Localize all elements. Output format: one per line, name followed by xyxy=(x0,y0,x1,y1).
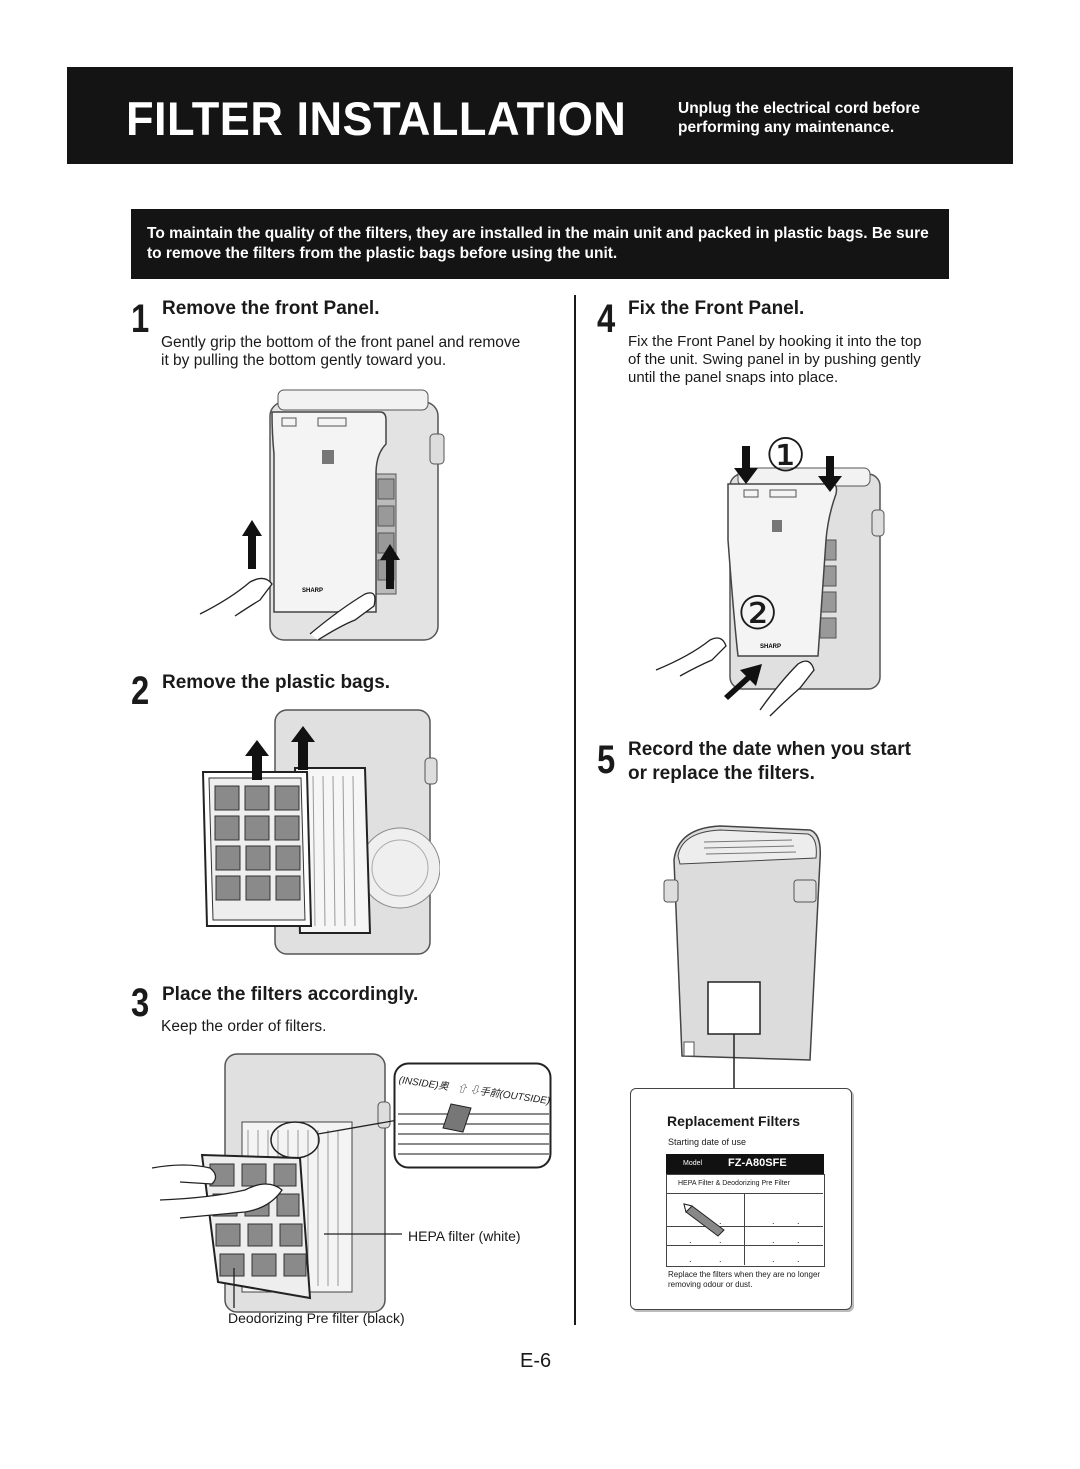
date-dot: . xyxy=(797,1235,800,1245)
step-3-text: Keep the order of filters. xyxy=(161,1018,327,1035)
brand-logo: SHARP xyxy=(302,588,323,594)
up-arrow-icon xyxy=(380,544,400,589)
step-1-number: 1 xyxy=(131,297,150,341)
label-model-caption: Model xyxy=(683,1160,703,1167)
step-4-illustration: SHARP xyxy=(655,446,885,717)
up-arrow-icon xyxy=(291,726,315,770)
diagonal-arrow-icon xyxy=(724,664,762,700)
step-3-illustration xyxy=(151,1053,402,1313)
notice-bar xyxy=(131,209,949,279)
outside-text: OUTSIDE xyxy=(501,1089,548,1107)
date-dot: . xyxy=(797,1216,800,1226)
up-arrow-icon xyxy=(245,740,269,780)
step-1-title: Remove the front Panel. xyxy=(162,298,380,319)
label-model-bar xyxy=(666,1154,824,1174)
hepa-filter-label: HEPA filter (white) xyxy=(408,1228,521,1244)
up-arrow-icon xyxy=(242,520,262,569)
label-date-table xyxy=(666,1174,825,1267)
brand-logo: SHARP xyxy=(760,644,781,650)
step-5-number: 5 xyxy=(597,738,616,782)
page-title: FILTER INSTALLATION xyxy=(126,92,627,145)
outside-jp-text: 手前 xyxy=(478,1086,501,1101)
step-3-number: 3 xyxy=(131,981,150,1025)
date-dot: . xyxy=(719,1254,722,1264)
step-1-illustration: SHARP xyxy=(199,389,445,641)
date-dot: . xyxy=(719,1235,722,1245)
inside-text: INSIDE xyxy=(401,1075,436,1091)
notice-text: To maintain the quality of the filters, … xyxy=(147,225,929,262)
step-2-illustration xyxy=(201,709,440,955)
page-number: E-6 xyxy=(520,1350,552,1372)
down-arrow-icon xyxy=(818,456,842,492)
unplug-warning: Unplug the electrical cord before perfor… xyxy=(678,100,921,136)
up-arrow-icon: ⇧ xyxy=(456,1083,468,1096)
orientation-callout xyxy=(393,1062,552,1169)
label-start-date: Starting date of use xyxy=(668,1137,747,1147)
step-5-title: Record the date when you start or replac… xyxy=(628,739,911,784)
step-3-title: Place the filters accordingly. xyxy=(162,984,419,1005)
label-card-title: Replacement Filters xyxy=(667,1113,801,1129)
date-dot: . xyxy=(689,1235,692,1245)
date-dot: . xyxy=(772,1235,775,1245)
date-dot: . xyxy=(689,1254,692,1264)
label-footer-text: Replace the filters when they are no lon… xyxy=(668,1270,821,1289)
step-4-title: Fix the Front Panel. xyxy=(628,298,805,319)
date-dot: . xyxy=(797,1254,800,1264)
prefilter-label: Deodorizing Pre filter (black) xyxy=(228,1310,405,1326)
step-4-number: 4 xyxy=(597,297,616,341)
step-2-title: Remove the plastic bags. xyxy=(162,672,391,693)
step-2-number: 2 xyxy=(131,669,150,713)
date-dot: . xyxy=(772,1216,775,1226)
date-dot: . xyxy=(772,1254,775,1264)
pen-icon xyxy=(683,1203,725,1237)
label-filters-text: HEPA Filter & Deodorizing Pre Filter xyxy=(678,1180,790,1187)
step-1-text: Gently grip the bottom of the front pane… xyxy=(161,334,521,369)
column-divider xyxy=(574,295,576,1325)
header-bar xyxy=(67,67,1013,164)
label-model-number: FZ-A80SFE xyxy=(728,1157,787,1169)
down-arrow-icon xyxy=(734,446,758,484)
date-dot: . xyxy=(719,1216,722,1226)
callout-number-2: ② xyxy=(737,587,779,639)
step-5-illustration xyxy=(663,825,822,1090)
replacement-label-card xyxy=(630,1088,852,1310)
table-line xyxy=(744,1193,745,1265)
callout-number-1: ① xyxy=(765,429,807,481)
inside-jp-text: 奥 xyxy=(437,1080,450,1093)
step-4-text: Fix the Front Panel by hooking it into t… xyxy=(628,333,922,386)
